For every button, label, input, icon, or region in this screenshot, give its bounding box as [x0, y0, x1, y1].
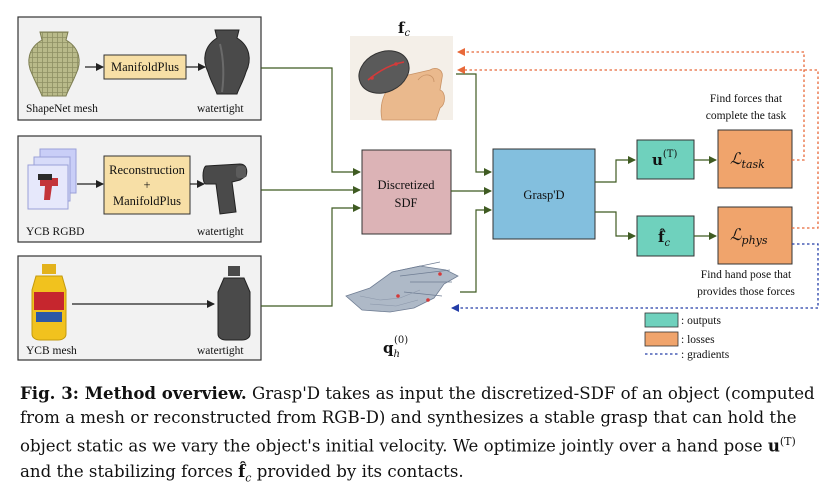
caption-body-1: Grasp'D takes as input the discretized-S… — [20, 384, 815, 456]
caption-u: u — [767, 435, 780, 456]
caption-label: Fig. 3: Method overview. — [20, 383, 247, 403]
phys-annotation-line1: Find hand pose that — [701, 269, 792, 281]
legend-losses-swatch — [644, 331, 679, 347]
fhat-output-box — [636, 215, 695, 257]
gradient-task-to-fc — [457, 48, 805, 161]
phys-loss-box — [717, 206, 793, 265]
shapenet-input-label: ShapeNet mesh — [26, 103, 98, 115]
reconstruction-plus: + — [143, 178, 150, 192]
arrow-fc-to-grasp — [456, 73, 492, 176]
sdf-box — [361, 149, 452, 235]
rgbd-frames-icon — [27, 148, 77, 210]
legend: : outputs : losses : gradients — [644, 312, 730, 361]
mustard-bottle-icon — [31, 264, 67, 341]
drill-watertight-icon — [202, 163, 248, 215]
arrow-qh-to-grasp — [460, 206, 492, 293]
legend-outputs-swatch — [644, 312, 679, 328]
vase-watertight-icon — [204, 29, 250, 95]
hand-contact-image — [350, 36, 453, 121]
grasp-box — [492, 148, 596, 240]
manifoldplus-label-2: ManifoldPlus — [113, 194, 181, 208]
ycb-mesh-input-label: YCB mesh — [26, 345, 77, 357]
legend-gradients-label: : gradients — [681, 349, 730, 361]
task-loss-box — [717, 129, 793, 189]
task-annotation-line1: Find forces that — [710, 93, 783, 105]
hand-mesh-image — [345, 261, 459, 313]
caption-body-2: and the stabilizing forces — [20, 461, 239, 481]
u-output-label: u(T) — [652, 149, 677, 169]
caption-fhat: f̂ — [238, 460, 246, 481]
sdf-label-line2: SDF — [395, 196, 418, 210]
manifoldplus-box-1 — [103, 54, 187, 80]
fhat-output-label: f̂c — [658, 228, 670, 249]
figure-caption: Fig. 3: Method overview. Grasp'D takes a… — [20, 381, 820, 490]
reconstruction-box — [103, 155, 191, 215]
arrow-grasp-to-u — [595, 156, 636, 183]
ycb-mesh-output-label: watertight — [197, 345, 244, 357]
qh-label: qh(0) — [383, 335, 408, 360]
caption-u-sup: (T) — [779, 435, 796, 448]
task-loss-label: ℒtask — [730, 149, 765, 171]
shapenet-output-label: watertight — [197, 103, 244, 115]
caption-body-3: provided by its contacts. — [251, 461, 464, 481]
method-overview-diagram: ManifoldPlus ShapeNet mesh watertight Re… — [17, 16, 819, 361]
ycb-rgbd-output-label: watertight — [197, 226, 244, 238]
arrow-ycb-mesh-to-sdf — [261, 204, 361, 307]
arrow-shapenet-to-sdf — [261, 67, 361, 176]
phys-annotation-line2: provides those forces — [697, 286, 795, 298]
arrow-grasp-to-fhat — [595, 211, 636, 240]
manifoldplus-label-1: ManifoldPlus — [111, 60, 179, 74]
sdf-label-line1: Discretized — [378, 178, 436, 192]
legend-outputs-label: : outputs — [681, 315, 721, 327]
fc-top-label: fc — [398, 19, 410, 39]
grasp-label: Grasp'D — [523, 188, 564, 202]
u-output-box — [636, 139, 695, 180]
task-annotation-line2: complete the task — [706, 110, 787, 122]
caption-fhat-sub: c — [245, 470, 252, 484]
bottle-watertight-icon — [217, 266, 251, 341]
vase-textured-icon — [28, 31, 80, 97]
ycb-rgbd-input-label: YCB RGBD — [26, 226, 84, 238]
legend-losses-label: : losses — [681, 334, 715, 346]
gradient-phys-to-fc — [457, 66, 819, 229]
phys-loss-label: ℒphys — [730, 225, 768, 247]
reconstruction-label: Reconstruction — [109, 163, 185, 177]
